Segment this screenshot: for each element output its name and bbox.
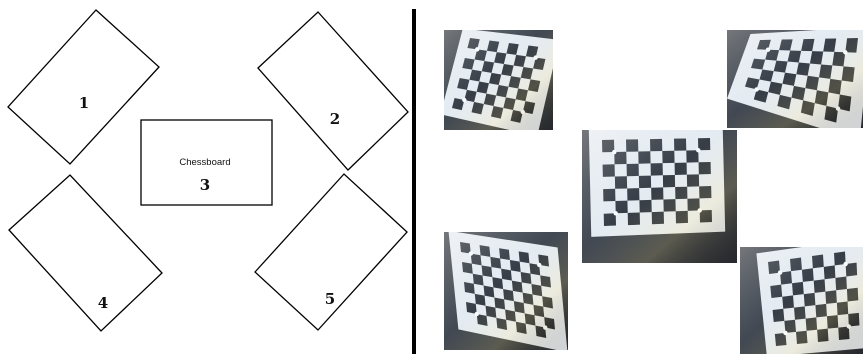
chessboard-photo-top-left <box>440 29 559 137</box>
pose-diagram: 1 2 Chessboard 3 4 5 <box>8 10 408 331</box>
light-reflection <box>740 247 863 354</box>
photo-collage <box>440 27 863 354</box>
chessboard-photo-top-right <box>727 27 863 141</box>
board-3-label: 3 <box>200 176 210 194</box>
board-5-label: 5 <box>325 290 335 308</box>
board-2-label: 2 <box>330 110 340 128</box>
light-reflection <box>444 232 568 350</box>
chessboard-photo-center <box>582 128 737 263</box>
light-reflection <box>582 130 737 263</box>
board-5-outline: 5 <box>255 174 407 330</box>
board-4-label: 4 <box>98 294 108 312</box>
chessboard-photo-bottom-left <box>444 231 568 353</box>
board-1-label: 1 <box>79 94 89 112</box>
board-3-outline: Chessboard 3 <box>141 120 272 205</box>
chessboard-photo-bottom-right <box>740 238 863 354</box>
board-2-outline: 2 <box>258 12 408 170</box>
board-1-outline: 1 <box>8 10 159 164</box>
board-4-outline: 4 <box>9 175 162 331</box>
board-3-caption: Chessboard <box>179 157 230 168</box>
panel-divider <box>412 9 416 354</box>
light-reflection <box>727 30 863 128</box>
light-reflection <box>444 30 553 130</box>
